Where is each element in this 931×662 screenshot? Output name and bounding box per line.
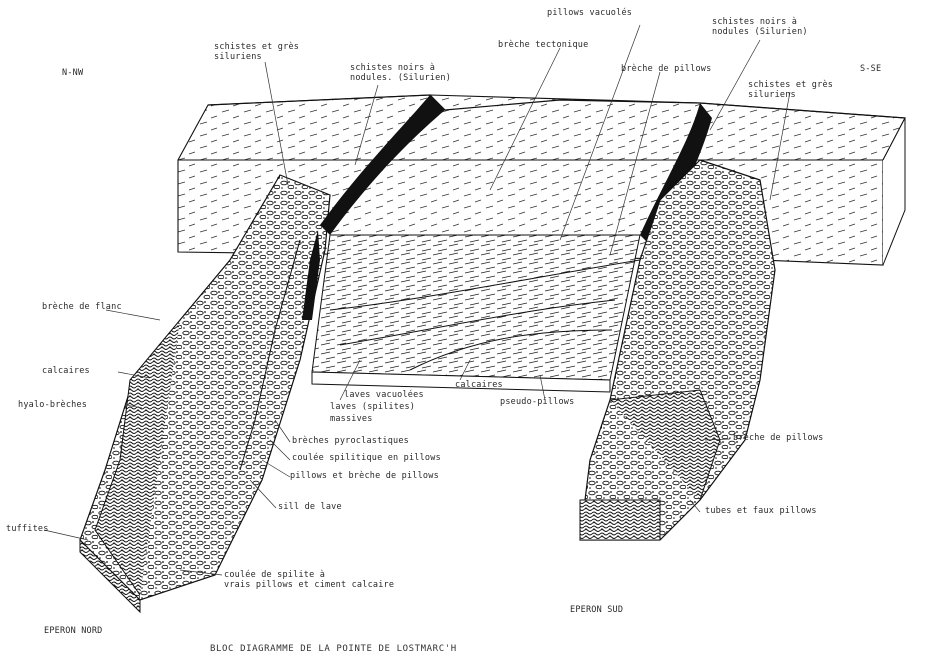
label-laves-vacuolees: laves vacuolées: [344, 390, 424, 400]
label-hyaloclastites: hyalo-brèches: [18, 400, 87, 410]
label-coulee-spilite: coulée de spilite à vrais pillows et cim…: [224, 570, 394, 590]
label-eperon-sud: EPERON SUD: [570, 605, 623, 615]
label-calcaires-mid: calcaires: [455, 380, 503, 390]
label-breche-pillows-right: brèche de pillows: [733, 433, 823, 443]
label-schistes-gres-right: schistes et grès siluriens: [748, 80, 833, 100]
label-breche-flanc: brèche de flanc: [42, 302, 122, 312]
label-eperon-nord: EPERON NORD: [44, 626, 103, 636]
label-pillows-vacuoles: pillows vacuolés: [547, 8, 632, 18]
label-breches-pyroclastiques: brèches pyroclastiques: [292, 436, 409, 446]
label-schistes-noirs-left: schistes noirs à nodules. (Silurien): [350, 63, 451, 83]
label-tubes-faux-pillows: tubes et faux pillows: [705, 506, 817, 516]
label-schistes-gres-left: schistes et grès siluriens: [214, 42, 299, 62]
orientation-west: N-NW: [62, 68, 83, 78]
label-pseudo-pillows: pseudo-pillows: [500, 397, 574, 407]
orientation-east: S-SE: [860, 64, 881, 74]
diagram-title: BLOC DIAGRAMME DE LA POINTE DE LOSTMARC'…: [210, 644, 457, 654]
label-massives: massives: [330, 414, 373, 424]
label-coulee-spilitique: coulée spilitique en pillows: [292, 453, 441, 463]
label-calcaires-left: calcaires: [42, 366, 90, 376]
label-schistes-noirs-right: schistes noirs à nodules (Silurien): [712, 17, 808, 37]
label-breche-pillows-top: brèche de pillows: [621, 64, 711, 74]
label-tuffites: tuffites: [6, 524, 49, 534]
label-laves-spilites: laves (spilites): [330, 402, 415, 412]
central-volcanic-block: [312, 235, 640, 392]
label-breche-tectonique: brèche tectonique: [498, 40, 588, 50]
label-pillows-breche: pillows et brèche de pillows: [290, 471, 439, 481]
label-sill-lave: sill de lave: [278, 502, 342, 512]
